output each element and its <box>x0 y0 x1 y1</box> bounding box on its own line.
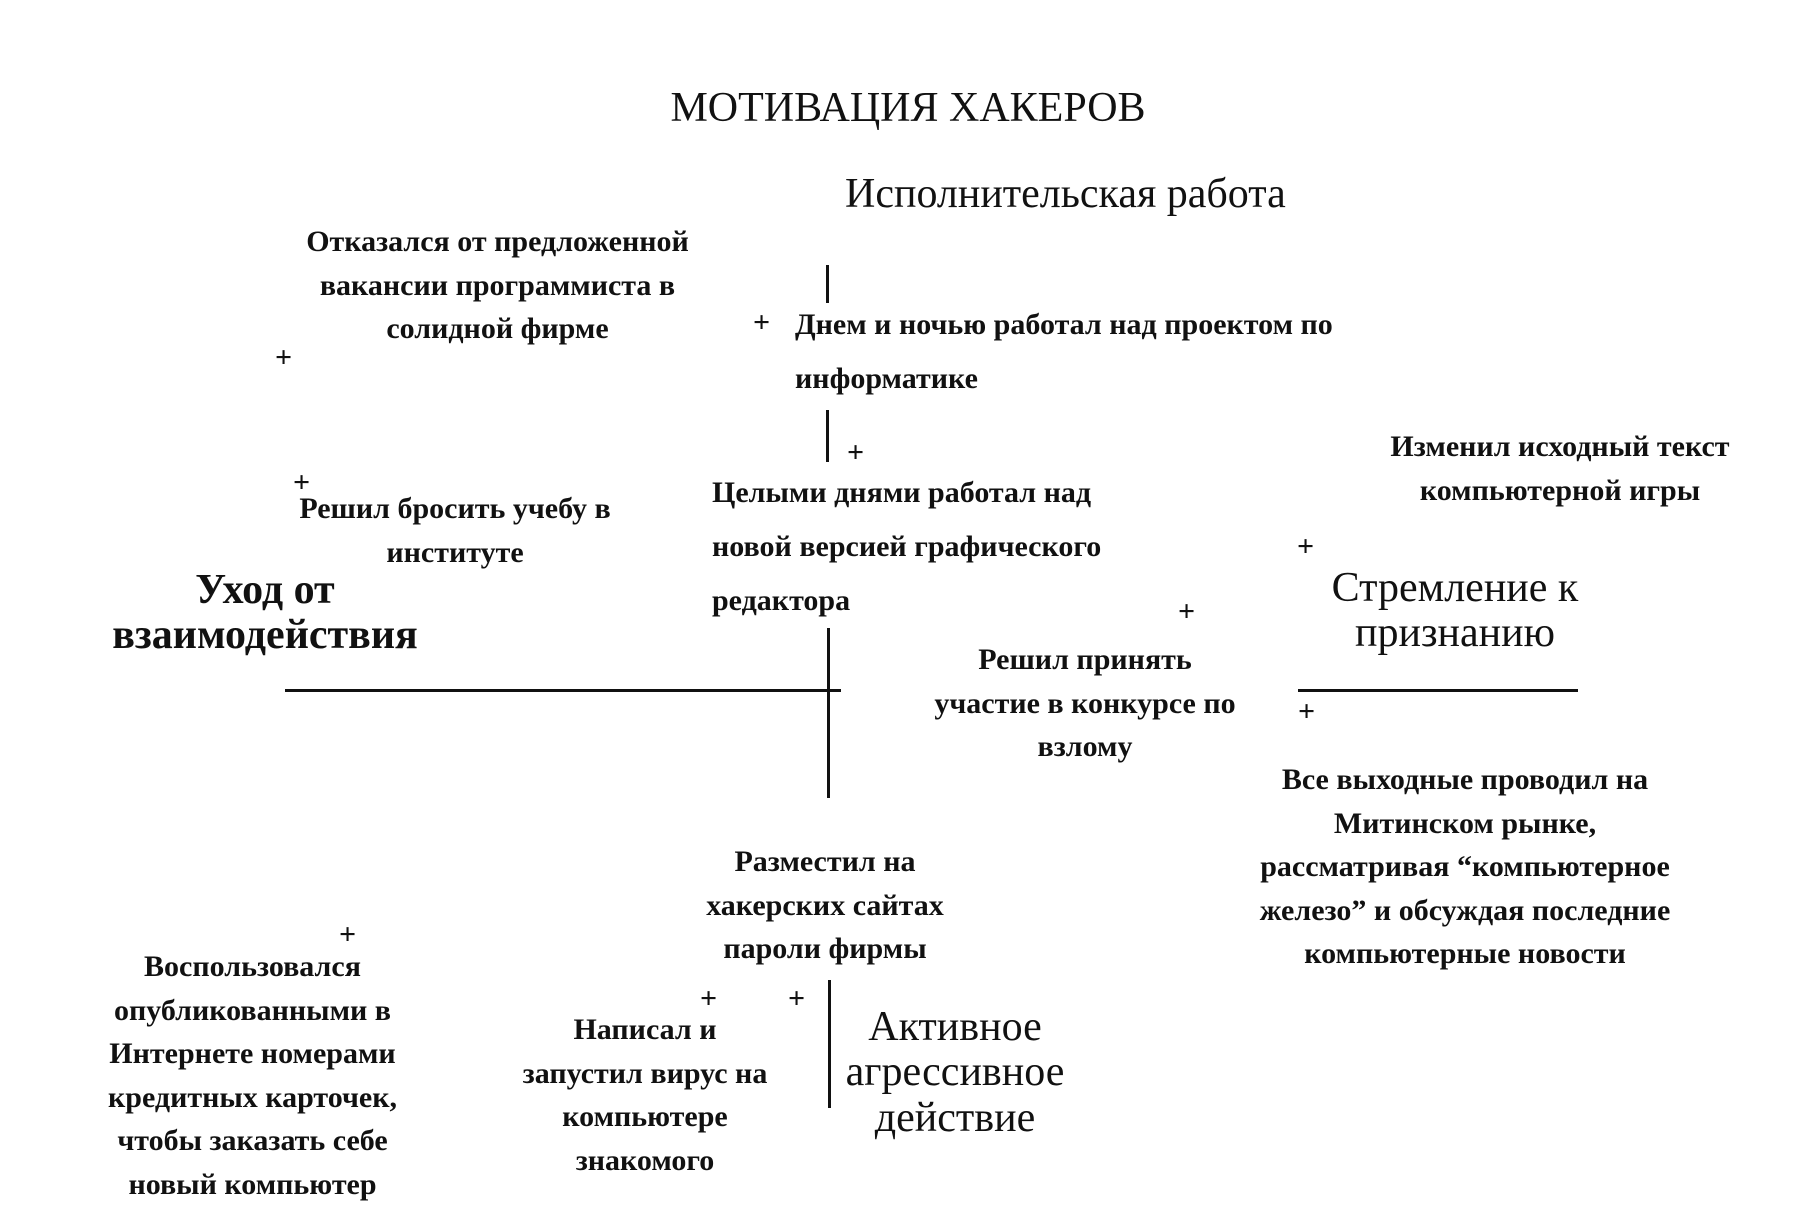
event-line: взлому <box>1037 730 1133 763</box>
event-line: знакомого <box>575 1143 715 1177</box>
event-line: компьютерные новости <box>1304 937 1626 970</box>
event-line: редактора <box>712 584 851 617</box>
axis-label-left-line: взаимодействия <box>112 612 418 659</box>
event-graphics-editor: Целыми днями работал над новой версией г… <box>712 466 1101 628</box>
event-line: институте <box>386 535 524 569</box>
axis-label-right: Стремление к признанию <box>1300 565 1610 657</box>
axis-label-left: Уход от взаимодействия <box>100 567 430 659</box>
axis-label-bottom: Активное агрессивное действие <box>830 1004 1080 1141</box>
plus-marker: + <box>1298 695 1316 728</box>
event-line: Интернете номерами <box>109 1037 396 1070</box>
plus-marker: + <box>275 341 293 374</box>
event-line: Воспользовался <box>144 950 361 983</box>
event-line: солидной фирме <box>386 312 609 345</box>
event-line: Днем и ночью работал над проектом по <box>795 308 1333 341</box>
event-credit-cards: Воспользовался опубликованными в Интерне… <box>85 945 420 1206</box>
event-line: Решил принять <box>978 643 1192 676</box>
event-mitino-market: Все выходные проводил на Митинском рынке… <box>1220 758 1710 976</box>
diagram-title: МОТИВАЦИЯ ХАКЕРОВ <box>670 85 1146 131</box>
event-line: Все выходные проводил на <box>1281 763 1649 796</box>
event-line: новой версией графического <box>712 530 1102 563</box>
event-line: Отказался от предложенной <box>306 225 689 258</box>
axis-vertical-lower <box>828 980 831 1108</box>
axis-label-bottom-line: действие <box>874 1094 1036 1141</box>
event-line: опубликованными в <box>113 993 392 1027</box>
event-line: участие в конкурсе по <box>934 686 1236 720</box>
axis-vertical-upper-1 <box>826 265 829 303</box>
axis-vertical-center <box>827 628 830 798</box>
event-worked-day-and-night: Днем и ночью работал над проектом по инф… <box>795 298 1333 406</box>
event-line: информатике <box>795 362 978 395</box>
axis-vertical-upper-2 <box>826 410 829 462</box>
plus-marker: + <box>1297 530 1315 563</box>
axis-label-bottom-line: агрессивное <box>845 1049 1065 1096</box>
plus-marker: + <box>700 982 718 1015</box>
plus-marker: + <box>1178 595 1196 628</box>
event-hacking-contest: Решил принять участие в конкурсе по взло… <box>900 638 1270 769</box>
axis-horizontal-right <box>1298 689 1578 692</box>
event-line: железо” и обсуждая последние <box>1259 893 1671 927</box>
event-line: Митинском рынке, <box>1333 806 1597 840</box>
event-line: новый компьютер <box>128 1167 377 1201</box>
axis-label-right-line: признанию <box>1355 610 1555 657</box>
event-line: компьютерной игры <box>1419 473 1701 507</box>
event-line: запустил вирус на <box>522 1056 768 1090</box>
event-changed-game-source: Изменил исходный текст компьютерной игры <box>1350 425 1770 512</box>
event-wrote-virus: Написал и запустил вирус на компьютере з… <box>500 1008 790 1182</box>
plus-marker: + <box>293 466 311 499</box>
plus-marker: + <box>753 306 771 339</box>
event-line: Решил бросить учебу в <box>299 492 611 525</box>
event-line: Целыми днями работал над <box>712 476 1092 509</box>
axis-label-left-line: Уход от <box>195 567 335 613</box>
event-line: чтобы заказать себе <box>117 1124 388 1157</box>
event-declined-vacancy: Отказался от предложенной вакансии прогр… <box>270 220 725 351</box>
plus-marker: + <box>847 436 865 469</box>
event-line: Написал и <box>573 1013 717 1046</box>
event-line: Изменил исходный текст <box>1390 430 1730 463</box>
plus-marker: + <box>788 982 806 1015</box>
axis-label-right-line: Стремление к <box>1331 565 1579 611</box>
event-line: пароли фирмы <box>723 932 927 965</box>
axis-horizontal-left <box>285 689 841 692</box>
event-line: компьютере <box>562 1100 728 1133</box>
event-line: кредитных карточек, <box>108 1080 397 1114</box>
axis-label-bottom-line: Активное <box>868 1004 1042 1050</box>
axis-label-top: Исполнительская работа <box>845 171 1286 217</box>
event-posted-passwords: Разместил на хакерских сайтах пароли фир… <box>680 840 970 971</box>
plus-marker: + <box>339 918 357 951</box>
event-line: вакансии программиста в <box>319 268 676 302</box>
event-line: Разместил на <box>734 845 916 878</box>
event-line: хакерских сайтах <box>706 888 944 922</box>
event-quit-institute: Решил бросить учебу в институте <box>270 487 640 574</box>
event-line: рассматривая “компьютерное <box>1260 850 1670 883</box>
